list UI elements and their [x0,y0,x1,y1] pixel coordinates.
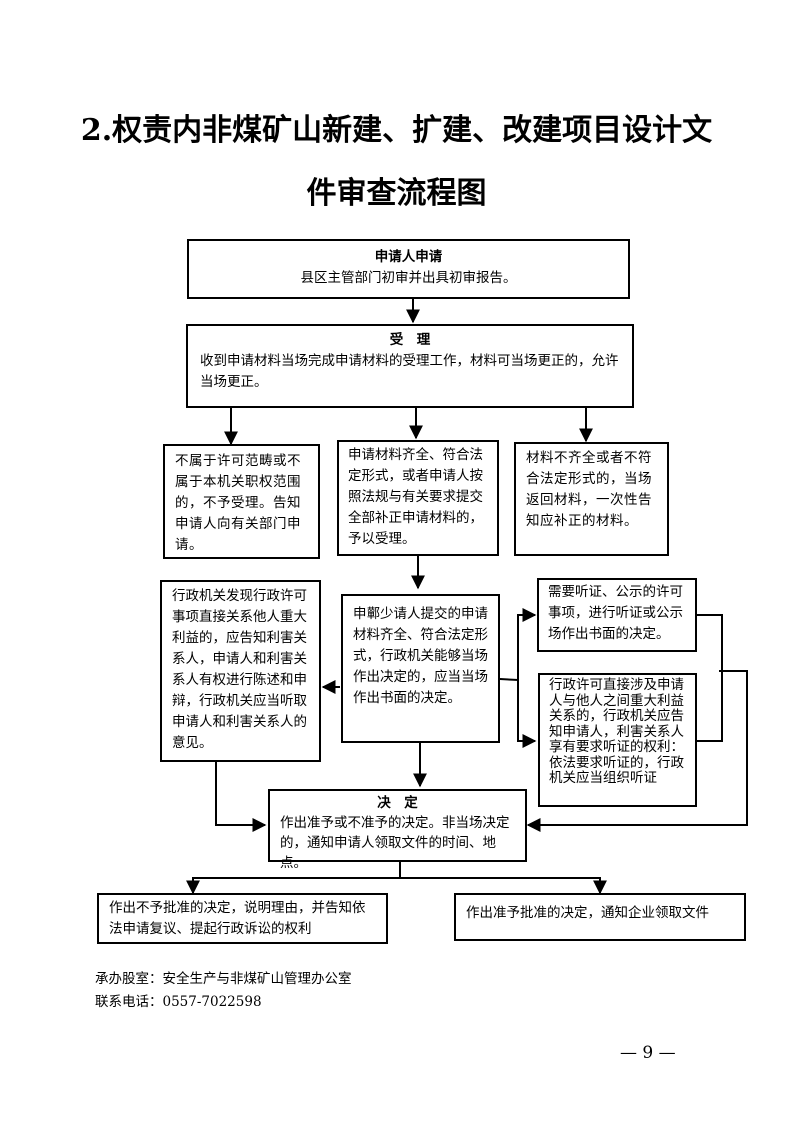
deny-text: 作出不予批准的决定，说明理由，并告知依法申请复议、提起行政诉讼的权利 [109,900,366,937]
hearing-rights-text: 行政许可直接涉及申请人与他人之间重大利益关系的，行政机关应告知申请人，利害关系人… [549,677,684,786]
decision-box: 决 定 作出准予或不准予的决定。非当场决定的，通知申请人领取文件的时间、地点。 [268,789,527,871]
third-party-box: 行政机关发现行政许可事项直接关系他人重大利益的，应告知利害关系人，申请人和利害关… [160,580,321,762]
office-name: 安全生产与非煤矿山管理办公室 [162,971,352,987]
reject-scope-box: 不属于许可范畴或不属于本机关职权范围的，不予受理。告知申请人向有关部门申请。 [163,444,320,559]
approve-text: 作出准予批准的决定，通知企业领取文件 [466,905,709,921]
connector-onsite-to-right [499,608,537,682]
apply-box: 申请人申请 县区主管部门初审并出具初审报告。 [187,239,630,299]
onsite-decision-box: 申鄿少请人提交的申请材料齐全、符合法定形式，行政机关能够当场作出决定的，应当当场… [341,594,500,743]
third-party-text: 行政机关发现行政许可事项直接关系他人重大利益的，应告知利害关系人，申请人和利害关… [172,588,307,751]
phone-number: 0557-7022598 [162,994,262,1010]
reject-scope-text: 不属于许可范畴或不属于本机关职权范围的，不予受理。告知申请人向有关部门申请。 [175,453,301,553]
accept-complete-box: 申请材料齐全、符合法定形式，或者申请人按照法规与有关要求提交全部补正申请材料的，… [337,440,499,556]
arrow-right-to-decision [526,670,748,832]
incomplete-box: 材料不齐全或者不符合法定形式的，当场返回材料，一次性告知应补正的材料。 [514,442,669,556]
phone-label: 联系电话： [95,994,163,1010]
footer-office: 承办股室：安全生产与非煤矿山管理办公室 [95,967,352,987]
incomplete-text: 材料不齐全或者不符合法定形式的，当场返回材料，一次性告知应补正的材料。 [526,450,652,529]
accept-complete-text: 申请材料齐全、符合法定形式，或者申请人按照法规与有关要求提交全部补正申请材料的，… [348,447,483,547]
approve-box: 作出准予批准的决定，通知企业领取文件 [454,893,746,941]
hearing-public-text: 需要听证、公示的许可事项，进行听证或公示场作出书面的决定。 [548,584,683,642]
accept-box: 受 理 收到申请材料当场完成申请材料的受理工作，材料可当场更正的，允许当场更正。 [186,324,634,408]
arrow-decision-to-approve [400,877,607,895]
connector-hearing-public-out [697,614,723,742]
decision-text: 作出准予或不准予的决定。非当场决定的，通知申请人领取文件的时间、地点。 [280,815,510,871]
onsite-decision-text: 申鄿少请人提交的申请材料齐全、符合法定形式，行政机关能够当场作出决定的，应当当场… [353,606,488,706]
page-number: — 9 — [620,1043,676,1063]
apply-heading: 申请人申请 [374,249,443,265]
document-title-line-2: 件审查流程图 [306,176,487,211]
document-title-line-1: 2.权责内非煤矿山新建、扩建、改建项目设计文 [80,113,713,148]
accept-heading: 受 理 [389,332,431,348]
connector-onsite-to-hearing-rights [517,680,537,748]
footer-phone: 联系电话：0557-7022598 [95,990,262,1010]
accept-text: 收到申请材料当场完成申请材料的受理工作，材料可当场更正的，允许当场更正。 [200,353,619,390]
arrow-decision-to-deny [186,877,400,895]
office-label: 承办股室： [95,971,163,987]
hearing-public-box: 需要听证、公示的许可事项，进行听证或公示场作出书面的决定。 [537,578,697,652]
apply-text: 县区主管部门初审并出具初审报告。 [300,270,517,286]
arrow-third-party-to-decision [215,762,267,832]
decision-heading: 决 定 [377,795,418,811]
deny-box: 作出不予批准的决定，说明理由，并告知依法申请复议、提起行政诉讼的权利 [97,893,388,944]
hearing-rights-box: 行政许可直接涉及申请人与他人之间重大利益关系的，行政机关应告知申请人，利害关系人… [538,673,697,807]
